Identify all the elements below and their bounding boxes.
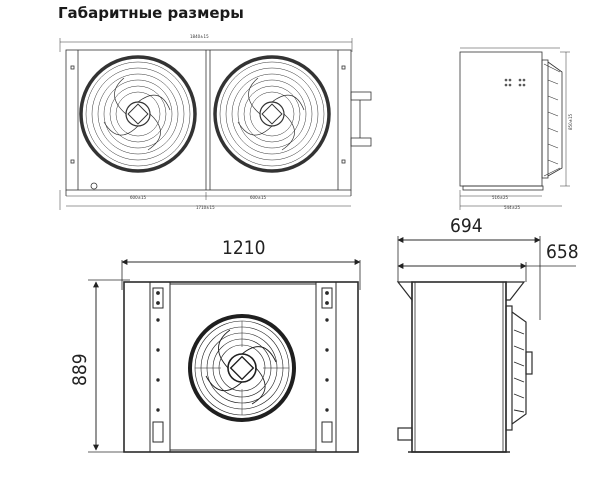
top-side-depth-total: 544±25: [504, 205, 521, 210]
top-front-view: [59, 38, 372, 210]
bottom-side-depth-body: 658: [546, 241, 579, 263]
bottom-front-width: 1210: [222, 237, 266, 259]
top-side-view: [459, 47, 570, 210]
top-front-overall-width: 1840±15: [190, 34, 209, 39]
top-fan-right: [213, 55, 331, 173]
top-fan-left: [79, 55, 197, 173]
bottom-front-fan: [188, 314, 296, 422]
top-front-fan-pitch-left: 600±15: [130, 195, 147, 200]
top-front-fan-pitch-right: 600±15: [250, 195, 267, 200]
top-front-base-width: 1710±15: [196, 205, 215, 210]
bottom-front-view: [88, 259, 361, 453]
top-side-height: 850±15: [568, 113, 573, 130]
top-side-depth: 516±25: [492, 195, 509, 200]
bottom-front-height: 889: [69, 353, 91, 386]
page-title: Габаритные размеры: [58, 4, 244, 22]
bottom-side-view: [396, 236, 576, 453]
bottom-side-depth-total: 694: [450, 215, 483, 237]
